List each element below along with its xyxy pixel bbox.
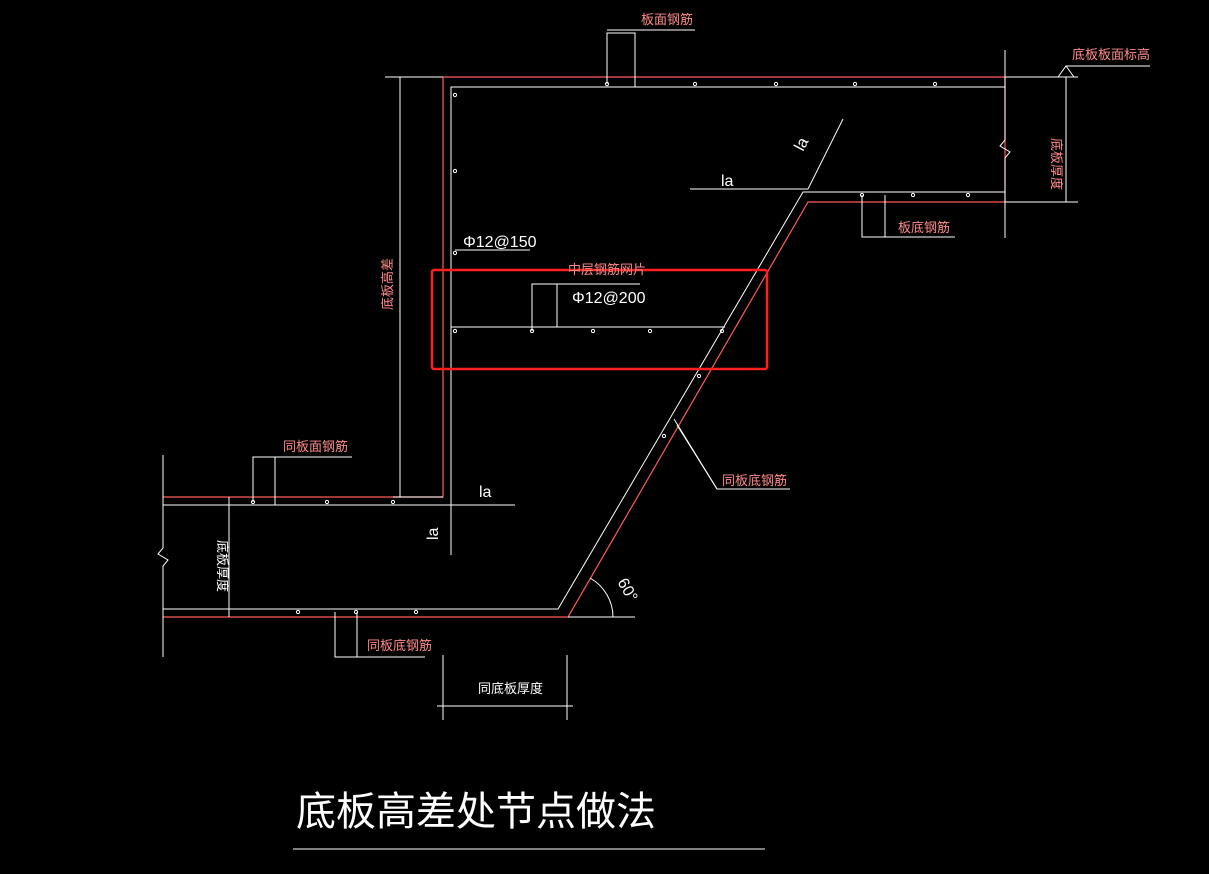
rebar-dot	[647, 328, 653, 334]
rebar-dot	[452, 92, 458, 98]
top-rebar	[163, 86, 1005, 506]
top-surface-rebar-label: 板面钢筋	[641, 12, 693, 28]
anchor-extension-diag	[807, 118, 844, 190]
same-bottom-rebar-leader	[334, 612, 358, 658]
middle-mesh-spec-label: Φ12@200	[572, 290, 646, 307]
rebar-dot	[910, 192, 916, 198]
bottom-rebar-leader	[861, 195, 886, 238]
top-rebar-leader	[606, 32, 636, 87]
height-difference-label: 底板高差	[380, 258, 396, 310]
slab-bottom-rebar-label: 板底钢筋	[898, 220, 950, 236]
anchor-la-vertical-label: la	[425, 527, 442, 540]
right-break-line	[999, 50, 1011, 238]
slab-top-elevation-label: 底板板面标高	[1072, 47, 1150, 63]
rebar-dot	[661, 433, 667, 439]
rebar-dot	[692, 81, 698, 87]
rebar-dot	[413, 609, 419, 615]
same-top-rebar-leader	[252, 456, 276, 505]
rebar-dot	[719, 328, 725, 334]
anchor-la-lower-label: la	[479, 484, 492, 501]
upper-slab-top-edge	[163, 76, 1005, 498]
rebar-dot	[590, 328, 596, 334]
stirrup-spec-label: Φ12@150	[463, 234, 537, 251]
elevation-marker	[1057, 65, 1075, 78]
slab-bottom-edge	[163, 201, 1005, 618]
angle-arc	[589, 577, 614, 618]
rebar-dot	[353, 609, 359, 615]
rebar-dot	[452, 328, 458, 334]
rebar-dot	[324, 499, 330, 505]
highlight-box[interactable]	[430, 268, 769, 371]
rebar-dot	[932, 81, 938, 87]
rebar-dot	[696, 373, 702, 379]
anchor-la-upper-label: la	[721, 173, 734, 190]
slab-thickness-left-label: 底板厚度	[214, 540, 230, 592]
slope-rebar-leader-2	[676, 424, 718, 490]
text-labels: 板面钢筋 底板板面标高 底板厚度 板底钢筋 底板高差 Φ12@150 中层钢筋网…	[214, 12, 1150, 835]
dimension-lines	[157, 29, 1150, 850]
bottom-rebar	[163, 191, 1005, 610]
rebar-dot	[852, 81, 858, 87]
rebar-dot	[295, 609, 301, 615]
rebar-dot	[452, 250, 458, 256]
same-bottom-rebar-slope-label: 同板底钢筋	[722, 473, 787, 489]
drawing-title: 底板高差处节点做法	[296, 789, 656, 835]
slab-thickness-right-label: 底板厚度	[1048, 138, 1064, 190]
same-slab-thickness-label: 同底板厚度	[478, 681, 543, 697]
rebar-dot	[965, 192, 971, 198]
rebar-dot	[390, 499, 396, 505]
middle-mesh-leader	[531, 283, 558, 331]
rebar-dot	[452, 168, 458, 174]
left-break-line	[157, 455, 169, 657]
rebar-dots	[250, 81, 971, 615]
rebar-dot	[773, 81, 779, 87]
rebar-lines	[163, 86, 1005, 610]
middle-mesh-label: 中层钢筋网片	[568, 262, 646, 278]
same-top-rebar-label: 同板面钢筋	[283, 439, 348, 455]
same-bottom-rebar-label: 同板底钢筋	[367, 638, 432, 654]
